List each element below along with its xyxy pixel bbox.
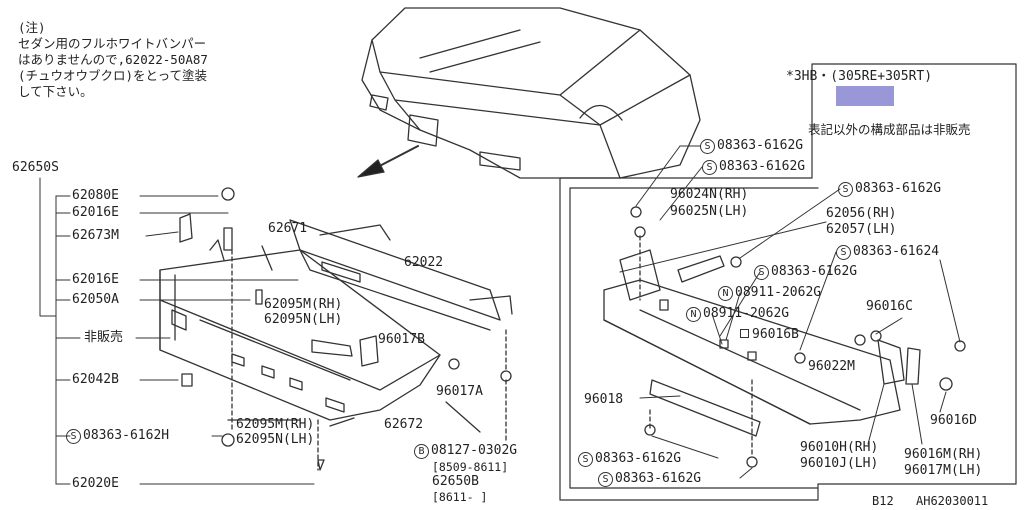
- diagram-code: AH62030011: [916, 494, 989, 508]
- japanese-note: (注)セダン用のフルホワイトバンパーはありませんので,62022-50A87(チ…: [18, 20, 208, 100]
- part-number-text: 08363-6162H: [83, 428, 170, 443]
- not-sold-note: 表記以外の構成部品は非販売: [808, 122, 971, 137]
- n-prefix-badge: N: [718, 286, 733, 301]
- part-number-62095M[interactable]: 62095M(RH): [264, 297, 343, 312]
- part-number-text: 08363-6162G: [855, 181, 942, 196]
- car-outline: [361, 7, 701, 179]
- part-number-96010J[interactable]: 96010J(LH): [800, 456, 879, 471]
- part-number-62650S[interactable]: 62650S: [12, 160, 59, 175]
- part-number-96017B[interactable]: 96017B: [378, 332, 425, 347]
- b-prefix-badge: B: [414, 444, 429, 459]
- part-number-96016D[interactable]: 96016D: [930, 413, 977, 428]
- part-number-62673M[interactable]: 62673M: [72, 228, 119, 243]
- part-number-text: 08363-6162G: [615, 471, 702, 486]
- trim-color-swatch: [836, 86, 894, 106]
- part-number-96010H[interactable]: 96010H(RH): [800, 440, 879, 455]
- note-line: (注): [18, 20, 46, 35]
- not-sold-label: 非販売: [84, 330, 124, 345]
- part-number-text: 08911-2062G: [703, 306, 790, 321]
- note-line: (チュウオウブクロ)をとって塗装: [18, 68, 208, 83]
- s-prefix-badge: S: [754, 265, 769, 280]
- part-number-text: 08363-6162G: [771, 264, 858, 279]
- part-number-62057[interactable]: 62057(LH): [826, 222, 897, 237]
- part-number-96024N[interactable]: 96024N(RH): [670, 187, 749, 202]
- part-number-62095N[interactable]: 62095N(LH): [236, 432, 315, 447]
- date-range: [8611- ]: [432, 490, 488, 504]
- part-number-text: 08363-6162G: [719, 159, 806, 174]
- part-number-96016M[interactable]: 96016M(RH): [904, 447, 983, 462]
- part-number-62650B[interactable]: 62650B: [432, 474, 479, 489]
- page-number: B12: [872, 494, 894, 508]
- note-line: セダン用のフルホワイトバンパー: [18, 36, 207, 51]
- n-prefix-badge: N: [686, 307, 701, 322]
- part-number-62022[interactable]: 62022: [404, 255, 444, 270]
- left-bumper-assembly: [159, 187, 513, 471]
- part-number-62095N[interactable]: 62095N(LH): [264, 312, 343, 327]
- s-prefix-badge: S: [700, 139, 715, 154]
- part-number-96017A[interactable]: 96017A: [436, 384, 483, 399]
- direction-arrow: [357, 145, 419, 178]
- right-leader-lines: [619, 145, 961, 479]
- part-number-text: 08127-0302G: [431, 443, 518, 458]
- note-line: して下さい。: [18, 84, 93, 99]
- trim-code: *3HB・(305RE+305RT): [786, 69, 933, 84]
- part-number-62095M[interactable]: 62095M(RH): [236, 417, 315, 432]
- note-line: はありませんので,62022-50A87: [18, 52, 208, 67]
- part-number-text: 96016B: [752, 327, 799, 342]
- part-number-96017M[interactable]: 96017M(LH): [904, 463, 983, 478]
- part-number-96025N[interactable]: 96025N(LH): [670, 204, 749, 219]
- s-prefix-badge: S: [66, 429, 81, 444]
- part-number-96018[interactable]: 96018: [584, 392, 624, 407]
- part-number-text: 08911-2062G: [735, 285, 822, 300]
- part-number-text: 08363-61624: [853, 244, 940, 259]
- s-prefix-badge: S: [702, 160, 717, 175]
- s-prefix-badge: S: [836, 245, 851, 260]
- part-number-62042B[interactable]: 62042B: [72, 372, 119, 387]
- s-prefix-badge: S: [578, 452, 593, 467]
- part-number-text: 08363-6162G: [717, 138, 804, 153]
- s-prefix-badge: S: [838, 182, 853, 197]
- part-number-96016B[interactable]: 96016B: [740, 328, 799, 342]
- part-number-62080E[interactable]: 62080E: [72, 188, 119, 203]
- part-square-icon: [740, 329, 749, 338]
- part-number-96016C[interactable]: 96016C: [866, 299, 913, 314]
- right-bumper-assembly: [603, 206, 966, 468]
- part-number-text: 08363-6162G: [595, 451, 682, 466]
- part-number-62056[interactable]: 62056(RH): [826, 206, 897, 221]
- part-number-96022M[interactable]: 96022M: [808, 359, 855, 374]
- right-inset-frame: [559, 63, 1017, 501]
- part-number-62016E[interactable]: 62016E: [72, 205, 119, 220]
- part-number-62050A[interactable]: 62050A: [72, 292, 119, 307]
- date-range: [8509-8611]: [432, 460, 509, 474]
- s-prefix-badge: S: [598, 472, 613, 487]
- part-number-62672[interactable]: 62672: [384, 417, 424, 432]
- part-number-62671[interactable]: 62671: [268, 221, 308, 236]
- part-number-62016E[interactable]: 62016E: [72, 272, 119, 287]
- part-number-62020E[interactable]: 62020E: [72, 476, 119, 491]
